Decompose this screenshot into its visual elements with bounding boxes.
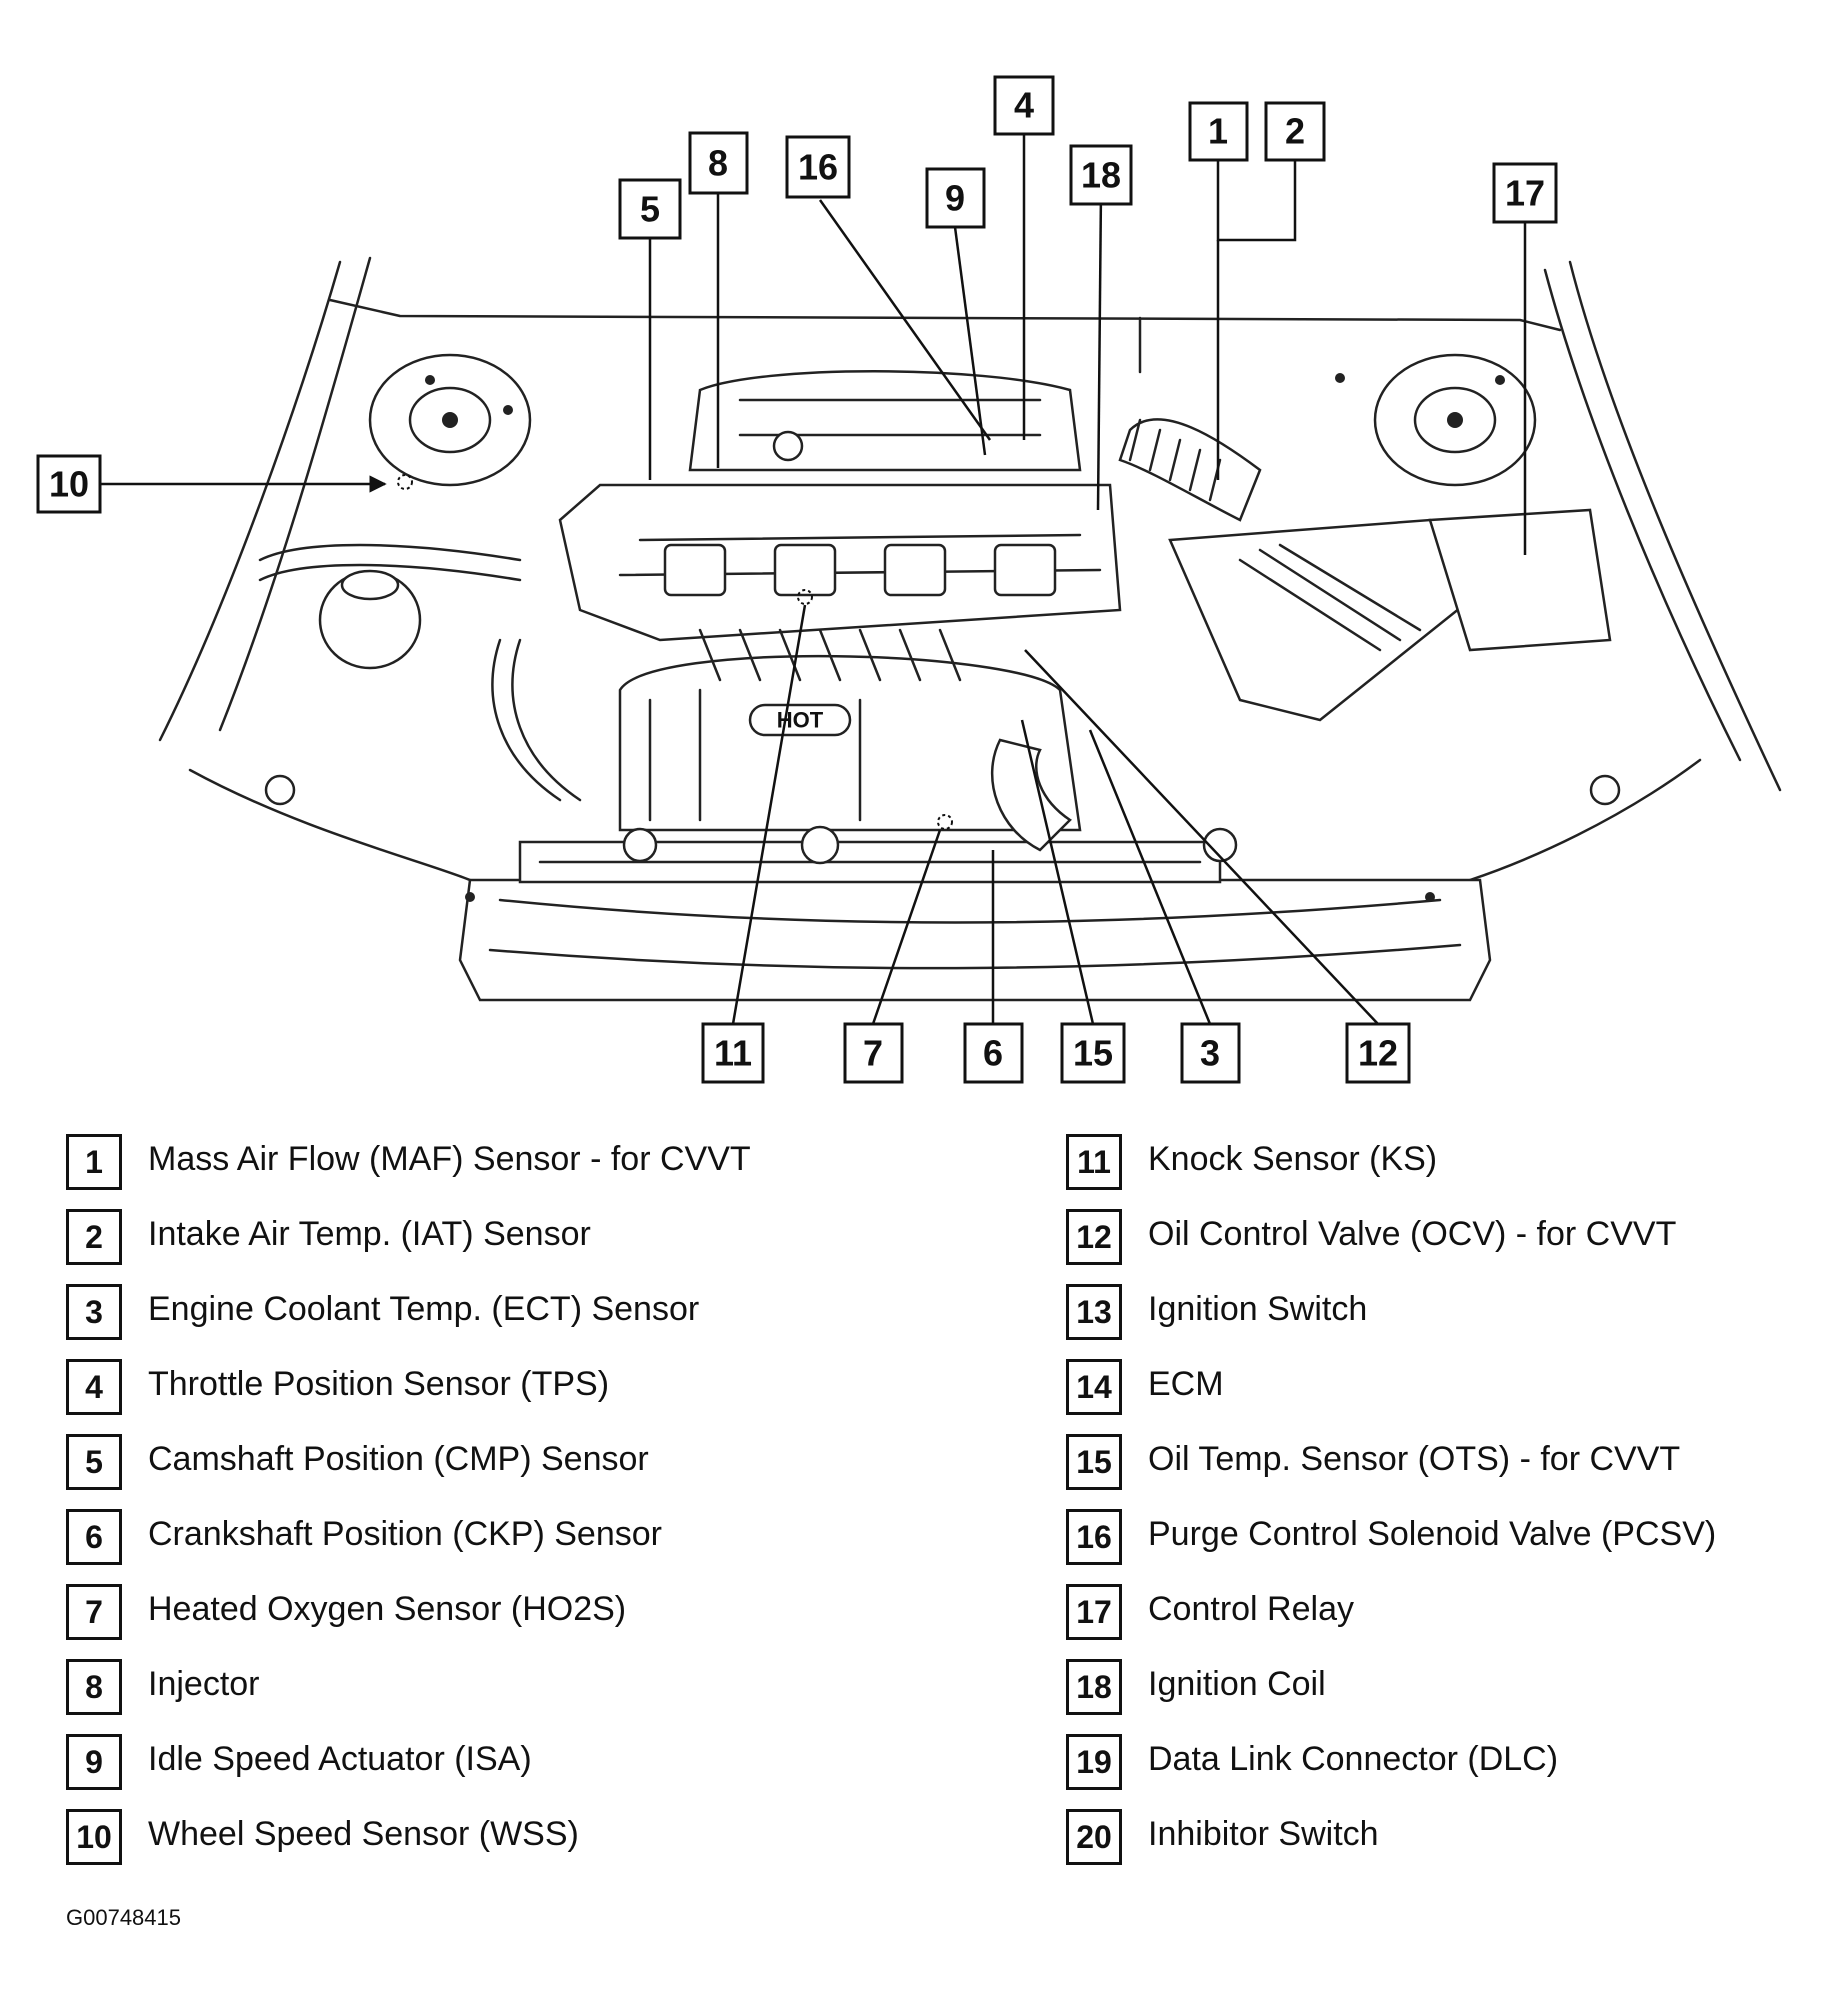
callout-4: 4	[993, 75, 1055, 136]
callout-12: 12	[1345, 1022, 1411, 1084]
callout-4-label: 4	[1014, 85, 1034, 126]
callout-17: 17	[1492, 162, 1558, 224]
legend-number: 19	[1066, 1734, 1122, 1790]
callout-16: 16	[785, 135, 851, 199]
legend-number: 17	[1066, 1584, 1122, 1640]
legend-number: 4	[66, 1359, 122, 1415]
callout-1: 1	[1188, 101, 1249, 162]
callout-11: 11	[701, 1022, 765, 1084]
callout-9-label: 9	[945, 178, 965, 219]
callout-6-label: 6	[983, 1033, 1003, 1074]
legend-label: Purge Control Solenoid Valve (PCSV)	[1148, 1515, 1717, 1553]
legend-number: 15	[1066, 1434, 1122, 1490]
legend-number: 7	[66, 1584, 122, 1640]
legend-number: 9	[66, 1734, 122, 1790]
callout-3-label: 3	[1200, 1033, 1220, 1074]
legend-number: 16	[1066, 1509, 1122, 1565]
callout-11-label: 11	[714, 1033, 752, 1074]
legend-label: Inhibitor Switch	[1148, 1815, 1379, 1853]
legend-number: 10	[66, 1809, 122, 1865]
callout-12-label: 12	[1358, 1033, 1398, 1074]
callout-10: 10	[36, 454, 102, 514]
callout-2: 2	[1264, 101, 1326, 162]
legend-number: 11	[1066, 1134, 1122, 1190]
legend-label: Mass Air Flow (MAF) Sensor - for CVVT	[148, 1140, 751, 1178]
legend-label: Camshaft Position (CMP) Sensor	[148, 1440, 649, 1478]
legend-label: Heated Oxygen Sensor (HO2S)	[148, 1590, 627, 1628]
legend-label: Knock Sensor (KS)	[1148, 1140, 1438, 1178]
callout-8: 8	[688, 131, 749, 195]
engine-bay-art: HOT	[158, 256, 1782, 1002]
legend-label: Ignition Coil	[1148, 1665, 1326, 1703]
legend-number: 6	[66, 1509, 122, 1565]
legend-label: Throttle Position Sensor (TPS)	[148, 1365, 610, 1403]
callout-8-label: 8	[708, 143, 728, 184]
legend-label: Oil Control Valve (OCV) - for CVVT	[1148, 1215, 1677, 1253]
legend-number: 5	[66, 1434, 122, 1490]
legend-number: 12	[1066, 1209, 1122, 1265]
legend-number: 20	[1066, 1809, 1122, 1865]
callout-18-label: 18	[1081, 155, 1121, 196]
callout-18: 18	[1069, 144, 1133, 206]
legend-number: 2	[66, 1209, 122, 1265]
callout-9: 9	[925, 167, 986, 229]
callout-1-label: 1	[1208, 111, 1228, 152]
callout-5-label: 5	[640, 189, 660, 230]
legend-label: Data Link Connector (DLC)	[1148, 1740, 1559, 1778]
legend-number: 3	[66, 1284, 122, 1340]
legend-label: Crankshaft Position (CKP) Sensor	[148, 1515, 662, 1553]
legend-label: Oil Temp. Sensor (OTS) - for CVVT	[1148, 1440, 1681, 1478]
callout-3: 3	[1180, 1022, 1241, 1084]
legend-label: Intake Air Temp. (IAT) Sensor	[148, 1215, 591, 1253]
callout-16-label: 16	[798, 147, 838, 188]
callout-17-label: 17	[1505, 173, 1545, 214]
legend-number: 18	[1066, 1659, 1122, 1715]
legend-label: ECM	[1148, 1365, 1224, 1403]
figure-code: G00748415	[66, 1905, 181, 1930]
callout-6: 6	[963, 1022, 1024, 1084]
callout-5: 5	[618, 178, 682, 240]
legend-label: Engine Coolant Temp. (ECT) Sensor	[148, 1290, 700, 1328]
legend-label: Ignition Switch	[1148, 1290, 1368, 1328]
legend-label: Injector	[148, 1665, 260, 1703]
leader-lines	[100, 125, 1527, 1025]
legend-label: Idle Speed Actuator (ISA)	[148, 1740, 532, 1778]
callout-7-label: 7	[863, 1033, 883, 1074]
legend-number: 13	[1066, 1284, 1122, 1340]
callout-15: 15	[1060, 1022, 1126, 1084]
callout-15-label: 15	[1073, 1033, 1113, 1074]
legend-number: 1	[66, 1134, 122, 1190]
callout-7: 7	[843, 1022, 904, 1084]
engine-compartment-diagram: HOT	[36, 75, 1782, 1084]
callout-10-label: 10	[49, 464, 89, 505]
legend-number: 8	[66, 1659, 122, 1715]
legend-number: 14	[1066, 1359, 1122, 1415]
callout-2-label: 2	[1285, 111, 1305, 152]
legend-label: Wheel Speed Sensor (WSS)	[148, 1815, 579, 1853]
legend-label: Control Relay	[1148, 1590, 1354, 1628]
